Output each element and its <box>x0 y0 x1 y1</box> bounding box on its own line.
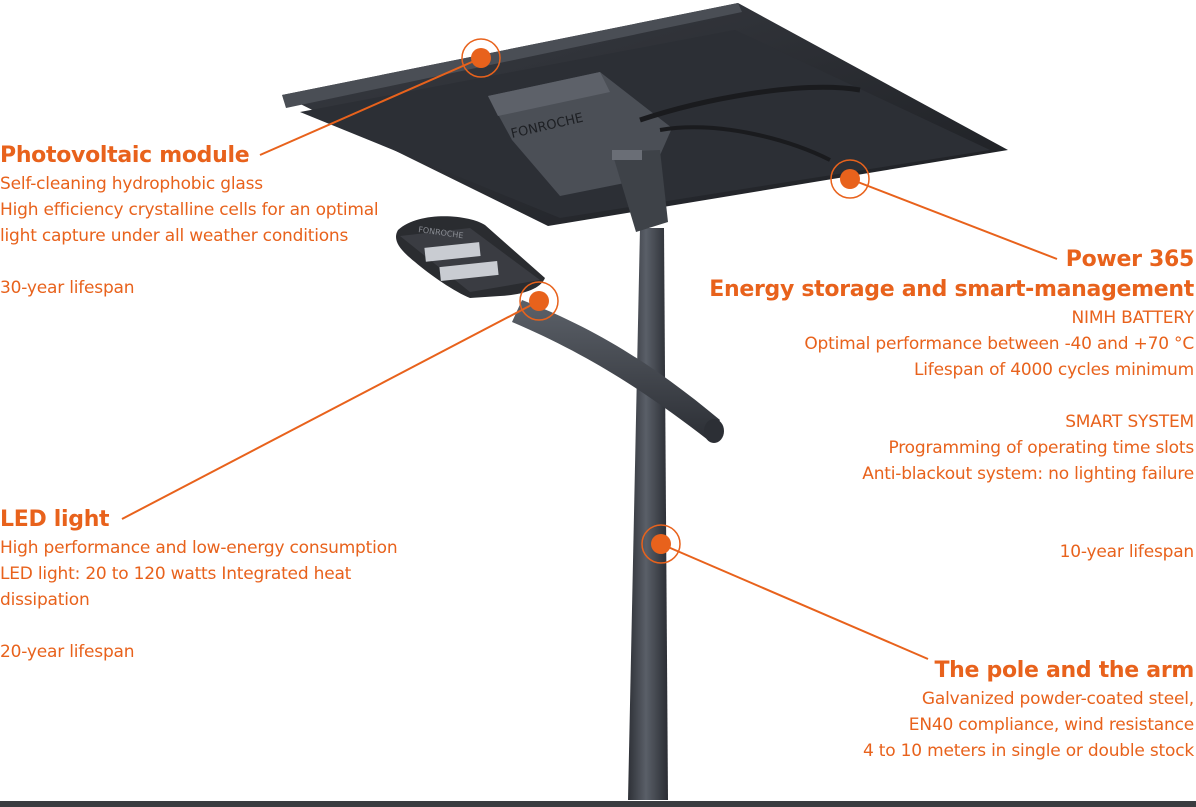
pole-line: Galvanized powder-coated steel, <box>921 689 1194 709</box>
pole-title: The pole and the arm <box>934 658 1194 683</box>
marker-photovoltaic <box>461 38 501 78</box>
leader-led <box>121 300 540 520</box>
leader-pole <box>660 543 929 660</box>
pole-arm <box>512 300 720 440</box>
pole-line: EN40 compliance, wind resistance <box>908 715 1194 735</box>
pole-block: The pole and the arm Galvanized powder-c… <box>714 656 1194 764</box>
power-battery-line: NIMH BATTERY <box>1071 308 1195 328</box>
arm-end-cap <box>704 419 724 443</box>
power-lifespan: 10-year lifespan <box>1059 542 1195 562</box>
leader-power <box>849 178 1058 260</box>
marker-power <box>830 159 870 199</box>
photovoltaic-line: Self-cleaning hydrophobic glass <box>0 174 263 194</box>
power-title: Power 365 <box>1065 247 1195 272</box>
photovoltaic-line: light capture under all weather conditio… <box>0 226 349 246</box>
led-line: dissipation <box>0 590 90 610</box>
photovoltaic-block: Photovoltaic module Self-cleaning hydrop… <box>0 141 440 301</box>
led-block: LED light High performance and low-energ… <box>0 505 460 665</box>
pole-shaft <box>628 228 668 800</box>
solar-panel: FONROCHE <box>282 3 1008 232</box>
led-lifespan: 20-year lifespan <box>0 642 135 662</box>
power-battery-line: Lifespan of 4000 cycles minimum <box>913 360 1194 380</box>
power-battery-line: Optimal performance between -40 and +70 … <box>804 334 1194 354</box>
pole-line: 4 to 10 meters in single or double stock <box>862 741 1194 761</box>
leader-photovoltaic <box>259 57 482 156</box>
power-smart-line: Anti-blackout system: no lighting failur… <box>862 464 1194 484</box>
led-line: High performance and low-energy consumpt… <box>0 538 398 558</box>
power-smart-line: Programming of operating time slots <box>888 438 1195 458</box>
power-block: Power 365 Energy storage and smart-manag… <box>694 245 1194 565</box>
photovoltaic-title: Photovoltaic module <box>0 143 250 168</box>
marker-led <box>519 281 559 321</box>
led-title: LED light <box>0 507 110 532</box>
photovoltaic-lifespan: 30-year lifespan <box>0 278 135 298</box>
marker-pole <box>641 524 681 564</box>
ground-line <box>0 801 1196 807</box>
power-smart-line: SMART SYSTEM <box>1065 412 1194 432</box>
led-luminaire: FONROCHE <box>395 216 545 298</box>
photovoltaic-line: High efficiency crystalline cells for an… <box>0 200 379 220</box>
led-line: LED light: 20 to 120 watts Integrated he… <box>0 564 352 584</box>
power-subtitle: Energy storage and smart-management <box>709 277 1194 302</box>
